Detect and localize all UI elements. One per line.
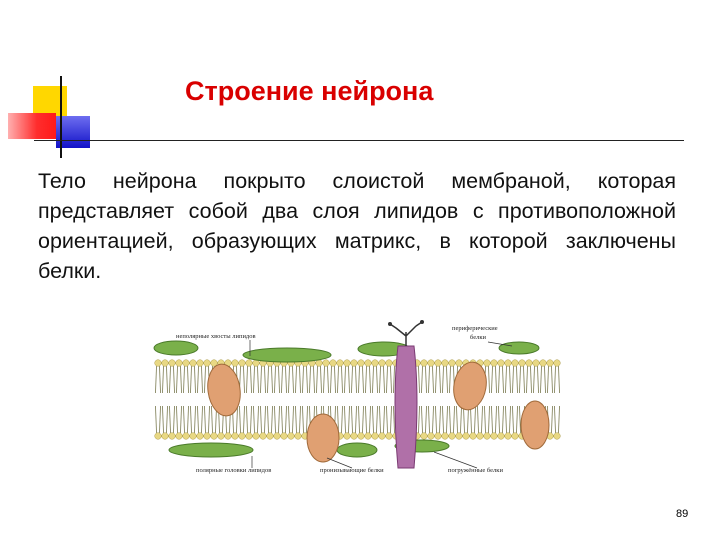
membrane-diagram: неполярные хвосты липидов периферические… xyxy=(153,320,561,474)
decor-vertical-line xyxy=(60,76,62,158)
peripheral-protein xyxy=(153,340,199,356)
decor-red-bar xyxy=(8,113,56,139)
transmembrane-protein xyxy=(394,345,418,469)
embedded-protein xyxy=(453,361,487,411)
label-peripheral-2: белки xyxy=(470,334,487,341)
label-penetrating-proteins: пронизывающие белки xyxy=(320,467,384,474)
glycoprotein-chain xyxy=(389,321,423,346)
embedded-protein xyxy=(306,413,340,463)
label-polar-heads: полярные головки липидов xyxy=(196,467,271,474)
label-semi-proteins: погружённые белки xyxy=(448,467,503,474)
slide-title: Строение нейрона xyxy=(185,76,434,106)
embedded-protein xyxy=(520,400,550,450)
label-nonpolar-tails: неполярные хвосты липидов xyxy=(176,333,256,340)
title-divider xyxy=(34,140,684,141)
peripheral-protein xyxy=(168,442,254,458)
peripheral-protein xyxy=(498,341,540,355)
slide-body-text: Тело нейрона покрыто слоистой мембраной,… xyxy=(38,169,676,283)
embedded-protein xyxy=(207,363,241,417)
label-peripheral-1: периферические xyxy=(452,325,498,332)
peripheral-protein xyxy=(336,442,378,458)
lipid-heads xyxy=(154,359,561,440)
peripheral-protein xyxy=(242,347,332,363)
page-number: 89 xyxy=(676,508,689,520)
